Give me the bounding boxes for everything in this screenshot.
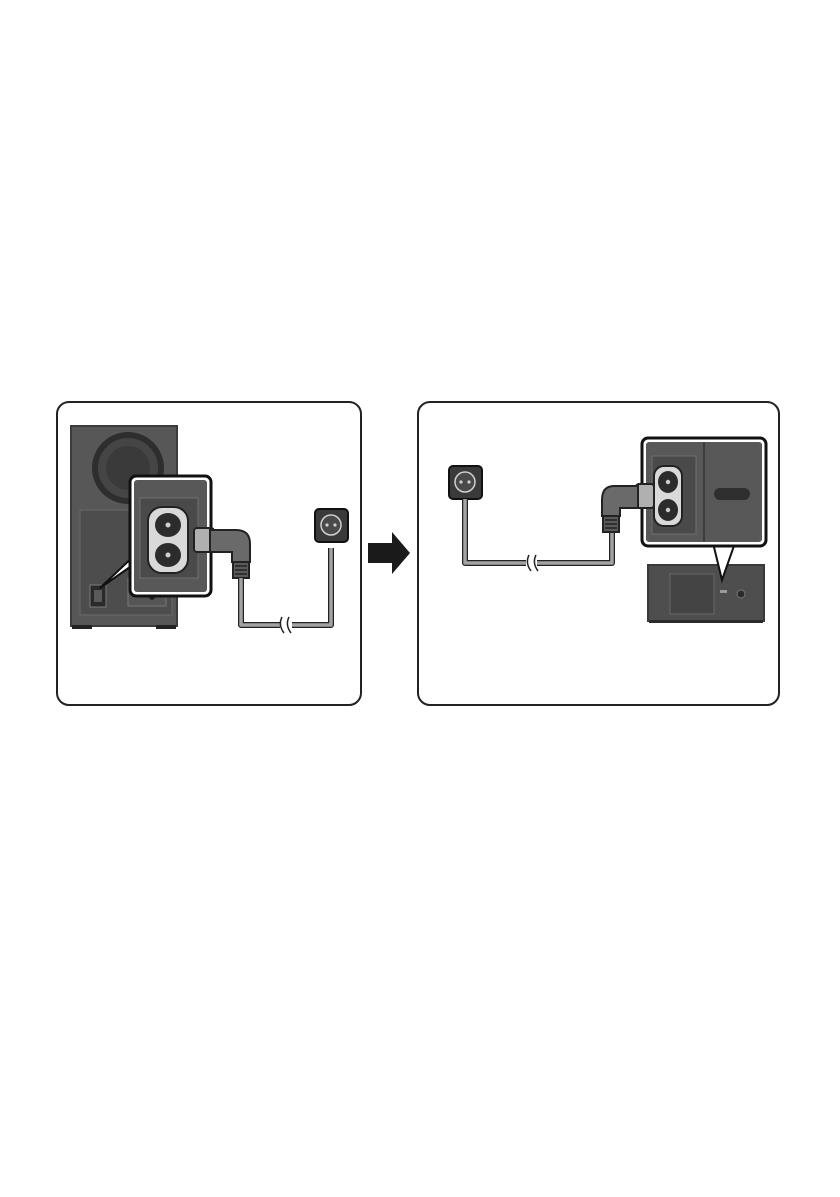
soundbar-panel xyxy=(418,402,779,705)
soundbar-unit xyxy=(647,564,765,623)
power-inlet-zoom-callout xyxy=(642,438,766,546)
power-inlet-socket xyxy=(148,507,188,573)
wall-outlet-icon xyxy=(449,466,482,499)
next-step-arrow-icon xyxy=(368,532,410,574)
power-inlet-socket xyxy=(654,466,682,526)
wall-outlet-icon xyxy=(315,509,348,542)
subwoofer-panel xyxy=(57,402,361,705)
